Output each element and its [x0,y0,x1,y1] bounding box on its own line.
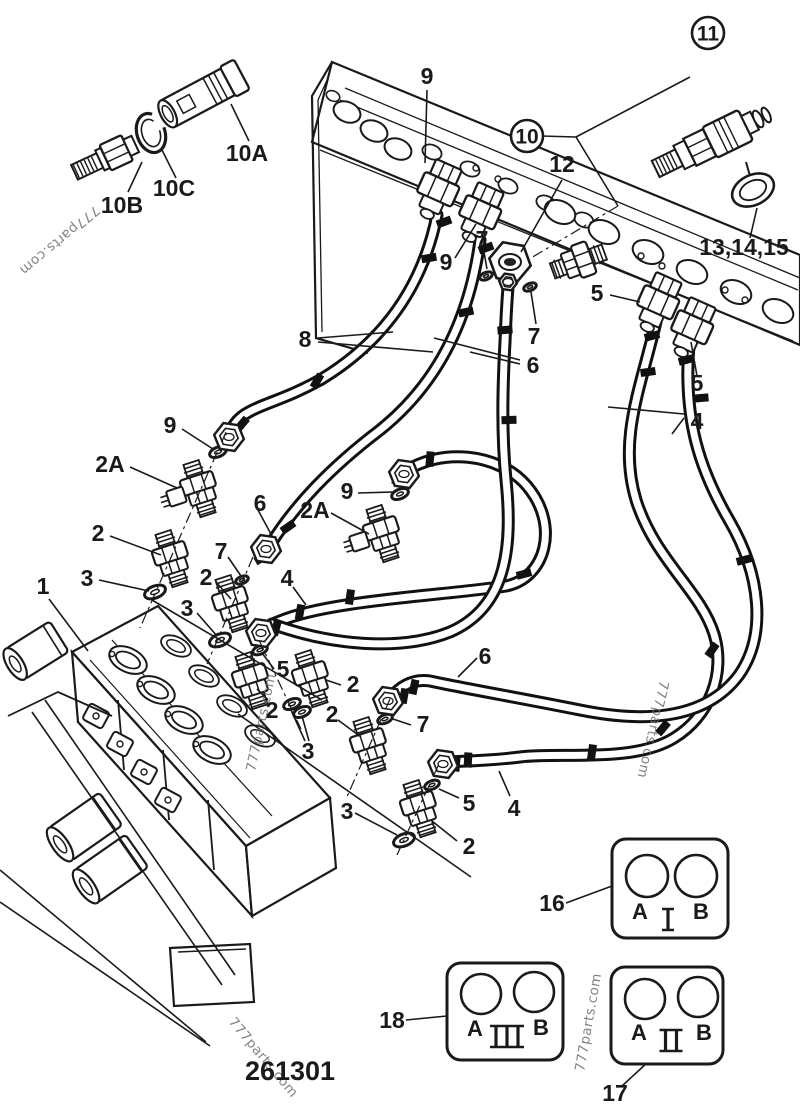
callout-label: 3 [341,798,354,824]
callout-label: 5 [463,790,476,816]
callout-label: 3 [181,595,194,621]
watermark-text: 777parts.com [572,972,605,1073]
callout-label: 5 [691,370,704,396]
fittings-and-adapters [69,59,776,849]
callout-circle [509,118,545,154]
callout-label: 2 [347,671,360,697]
port-circle [673,853,719,899]
callout-label: 11 [697,23,720,46]
callout-label: 9 [164,412,177,438]
callout-label: 2A [300,497,329,523]
callout-label: 7 [417,711,430,737]
callout-label: 18 [379,1007,405,1033]
watermark-text: 777parts.com [16,202,103,278]
callout-label: 10C [153,175,195,201]
callout-label: 12 [549,151,575,177]
callout-label: 13,14,15 [699,234,789,260]
callout-label: 17 [602,1080,628,1106]
port-circle [676,975,720,1019]
callout-label: 5 [277,656,290,682]
port-letter: A [632,899,648,924]
callout-label: 6 [479,643,492,669]
callout-label: 10B [101,192,143,218]
callout-label: 16 [539,890,565,916]
callout-label: 6 [527,352,540,378]
callout-label: 2 [266,697,279,723]
port-letter: A [631,1020,647,1045]
callout-label: 3 [302,738,315,764]
callout-label: 5 [591,280,604,306]
callout-label: 4 [508,795,521,821]
callout-label: 7 [528,323,541,349]
callout-label: 9 [341,478,354,504]
control-valve-assembly [0,604,338,1047]
callout-label: 7 [476,226,489,252]
port-circle [459,972,503,1016]
callout-label: 9 [440,249,453,275]
drawing-number: 261301 [245,1056,335,1086]
callout-label: 10A [226,140,268,166]
port-circle [623,977,667,1021]
callout-leader-lines [48,76,758,1087]
callout-circle [690,15,726,51]
callout-label: 7 [215,538,228,564]
callout-label: 2 [92,520,105,546]
port-circle [512,970,556,1014]
callout-label: 6 [254,490,267,516]
callout-label: 8 [299,326,312,352]
callout-label: 1 [37,573,50,599]
callout-label: 9 [421,63,434,89]
callout-label: 2 [200,564,213,590]
callout-label: 2 [463,833,476,859]
port-letter: B [696,1020,712,1045]
bulkhead-panel [310,60,800,355]
callout-label: 4 [691,408,704,434]
callout-label: 3 [81,565,94,591]
port-circle [624,853,670,899]
callout-label: 2A [95,451,124,477]
callout-label: 4 [281,565,294,591]
callout-label: 10 [515,126,538,149]
port-letter: B [693,899,709,924]
port-letter: A [467,1016,483,1041]
port-letter: B [533,1015,549,1040]
callout-label: 2 [326,701,339,727]
